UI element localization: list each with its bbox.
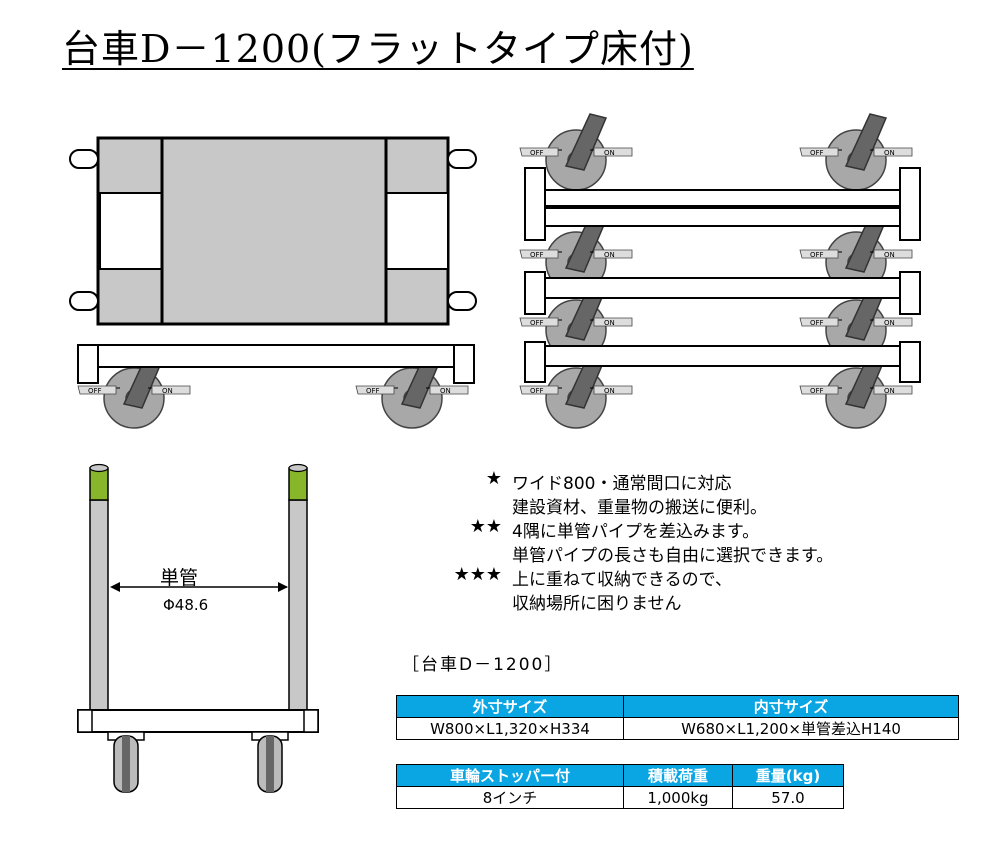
feature-3-line-2: 収納場所に困りません (512, 594, 682, 614)
side-view (77, 344, 475, 429)
spec-title: ［台車D－1200］ (402, 655, 564, 675)
size-table: 外寸サイズ 内寸サイズ W800×L1,320×H334 W680×L1,200… (396, 695, 959, 740)
feature-1-line-1: ワイド800・通常間口に対応 (512, 474, 732, 494)
feature-1-line-2: 建設資材、重量物の搬送に便利。 (512, 498, 767, 518)
feature-3-line-1: 上に重ねて収納できるので、 (512, 570, 732, 590)
top-view (69, 136, 477, 326)
feature-2-line-1: 4隅に単管パイプを差込みます。 (512, 522, 760, 542)
page-title: 台車D－1200(フラットタイプ床付) (62, 27, 694, 71)
feature-1-stars: ★ (485, 468, 502, 489)
caster-value: 8インチ (396, 786, 624, 809)
spec-table: 車輪ストッパー付 積載荷重 重量(kg) 8インチ 1,000kg 57.0 (396, 764, 844, 809)
load-value: 1,000kg (623, 786, 733, 809)
front-view (77, 463, 319, 793)
caster-header: 車輪ストッパー付 (396, 764, 624, 787)
pipe-diameter: Φ48.6 (163, 596, 209, 614)
feature-2-stars: ★★ (469, 516, 502, 537)
load-header: 積載荷重 (623, 764, 733, 787)
feature-3-stars: ★★★ (453, 564, 502, 585)
weight-header: 重量(kg) (732, 764, 844, 787)
stacked-view (519, 113, 921, 429)
inner-size-value: W680×L1,200×単管差込H140 (623, 717, 959, 740)
pipe-label: 単管 (160, 567, 199, 589)
outer-size-header: 外寸サイズ (396, 695, 624, 718)
weight-value: 57.0 (732, 786, 844, 809)
feature-2-line-2: 単管パイプの長さも自由に選択できます。 (512, 546, 834, 566)
inner-size-header: 内寸サイズ (623, 695, 959, 718)
outer-size-value: W800×L1,320×H334 (396, 717, 624, 740)
